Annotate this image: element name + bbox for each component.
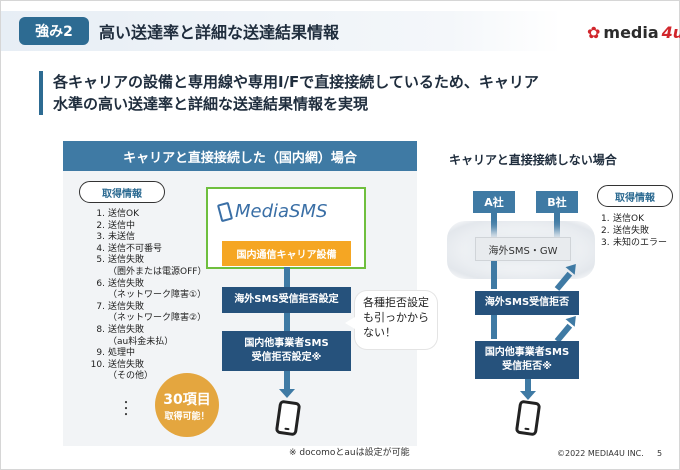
left-info-label: 取得情報 — [79, 181, 165, 203]
header-bar — [1, 11, 561, 51]
list-item-text: 未知のエラー — [613, 238, 668, 248]
list-item: 5.送信失敗（圏外または電源OFF） — [85, 255, 206, 278]
flow-line — [284, 371, 290, 391]
more-dots: ・・・ — [121, 398, 131, 421]
list-item-text: 処理中 — [108, 348, 136, 359]
thirty-items-badge: 30項目 取得可能！ — [155, 373, 219, 437]
list-item: 8.送信失敗（au料金未払） — [85, 325, 206, 348]
list-item: 2.送信中 — [85, 221, 206, 233]
mediasms-logo-text: MediaSMS — [235, 201, 328, 222]
overseas-gateway-box: 海外SMS・GW — [475, 237, 571, 261]
phone-icon — [274, 399, 302, 437]
list-item-subtext: （圏外または電源OFF） — [108, 266, 207, 277]
phone-icon — [514, 399, 542, 437]
flow-line — [491, 213, 497, 239]
flow-line — [554, 213, 560, 239]
list-item-number: 4. — [96, 243, 105, 254]
company-a-box: A社 — [473, 191, 515, 213]
list-item-subtext: （au料金未払） — [108, 336, 174, 347]
list-item-text: 送信失敗 — [108, 324, 145, 335]
header-title: 高い送達率と詳細な送達結果情報 — [99, 23, 340, 42]
logo-suffix: 4u — [661, 23, 680, 42]
flow-line — [491, 315, 497, 339]
list-item: 6.送信失敗（ネットワーク障害①） — [85, 279, 206, 302]
list-item: 3.未知のエラー — [601, 237, 667, 249]
list-item: 10.送信失敗（その他） — [85, 360, 206, 383]
list-item-text: 送信失敗 — [108, 255, 145, 266]
flow-line — [284, 313, 290, 331]
media4u-logo-icon: ✿ — [587, 23, 601, 42]
list-item: 3.未送信 — [85, 232, 206, 244]
carrier-equipment-box: 国内通信キャリア設備 — [222, 241, 351, 266]
indirect-connection-title: キャリアと直接接続しない場合 — [449, 153, 617, 167]
list-item: 2.送信失敗 — [601, 225, 667, 237]
list-item-text: 送信失敗 — [108, 301, 145, 312]
list-item-number: 9. — [96, 348, 105, 359]
list-item: 4.送信不可番号 — [85, 244, 206, 256]
domestic-right-line2: 受信拒否※ — [502, 361, 552, 372]
list-item-number: 1. — [601, 214, 610, 224]
footnote: ※ docomoとauは設定が可能 — [289, 448, 410, 458]
company-b-box: B社 — [536, 191, 578, 213]
list-item-number: 10. — [90, 359, 105, 370]
list-item-text: 送信失敗 — [108, 278, 145, 289]
right-info-label: 取得情報 — [597, 185, 673, 207]
headline-line1: 各キャリアの設備と専用線や専用I/Fで直接接続しているため、キャリア — [53, 73, 539, 91]
domestic-right-line1: 国内他事業者SMS — [484, 347, 570, 358]
list-item-subtext: （その他） — [108, 371, 154, 382]
list-item: 1.送信OK — [85, 209, 206, 221]
flow-line — [491, 261, 497, 289]
domestic-reject-line1: 国内他事業者SMS — [244, 338, 329, 349]
list-item-number: 6. — [96, 278, 105, 289]
flow-line — [525, 379, 531, 393]
list-item-number: 7. — [96, 301, 105, 312]
overseas-reject-box: 海外SMS受信拒否設定 — [222, 287, 351, 313]
list-item-number: 3. — [601, 238, 610, 248]
list-item-text: 送信失敗 — [108, 359, 145, 370]
logo-text: media — [603, 23, 659, 42]
media4u-logo: ✿ media4u — [587, 23, 680, 42]
list-item-number: 3. — [96, 232, 105, 243]
badge-small-text: 取得可能！ — [164, 411, 210, 422]
reject-callout: 各種拒否設定も引っかからない！ — [345, 291, 437, 349]
list-item: 7.送信失敗（ネットワーク障害②） — [85, 302, 206, 325]
headline: 各キャリアの設備と専用線や専用I/Fで直接接続しているため、キャリア 水準の高い… — [39, 71, 659, 115]
mediasms-logo: MediaSMS — [216, 201, 328, 222]
headline-line2: 水準の高い送達率と詳細な送達結果情報を実現 — [53, 95, 369, 113]
strength-badge: 強み2 — [19, 17, 89, 45]
list-item-subtext: （ネットワーク障害①） — [108, 290, 207, 301]
page-number: 5 — [657, 449, 663, 458]
badge-big-text: 30項目 — [163, 391, 211, 408]
flow-line — [284, 267, 290, 287]
list-item-subtext: （ネットワーク障害②） — [108, 313, 207, 324]
arrow-down-icon — [520, 391, 536, 400]
overseas-reject-box-right: 海外SMS受信拒否 — [475, 291, 579, 315]
list-item-number: 5. — [96, 255, 105, 266]
list-item-text: 送信不可番号 — [108, 243, 163, 254]
list-item-number: 2. — [96, 220, 105, 231]
list-item-text: 未送信 — [108, 232, 136, 243]
list-item: 1.送信OK — [601, 213, 667, 225]
domestic-reject-box: 国内他事業者SMS 受信拒否設定※ — [222, 331, 351, 371]
mediasms-phone-icon — [216, 201, 234, 222]
list-item-text: 送信OK — [108, 209, 139, 219]
list-item-number: 1. — [96, 209, 105, 219]
list-item: 9.処理中 — [85, 348, 206, 360]
list-item-number: 2. — [601, 226, 610, 236]
list-item-text: 送信失敗 — [613, 226, 650, 236]
domestic-reject-line2: 受信拒否設定※ — [251, 352, 322, 363]
arrow-down-icon — [279, 389, 295, 398]
direct-connection-title: キャリアと直接接続した（国内網）場合 — [63, 141, 417, 171]
list-item-text: 送信中 — [108, 220, 136, 231]
list-item-number: 8. — [96, 324, 105, 335]
copyright: ©2022 MEDIA4U INC. — [557, 449, 644, 458]
list-item-text: 送信OK — [613, 214, 644, 224]
domestic-reject-box-right: 国内他事業者SMS 受信拒否※ — [475, 341, 579, 379]
